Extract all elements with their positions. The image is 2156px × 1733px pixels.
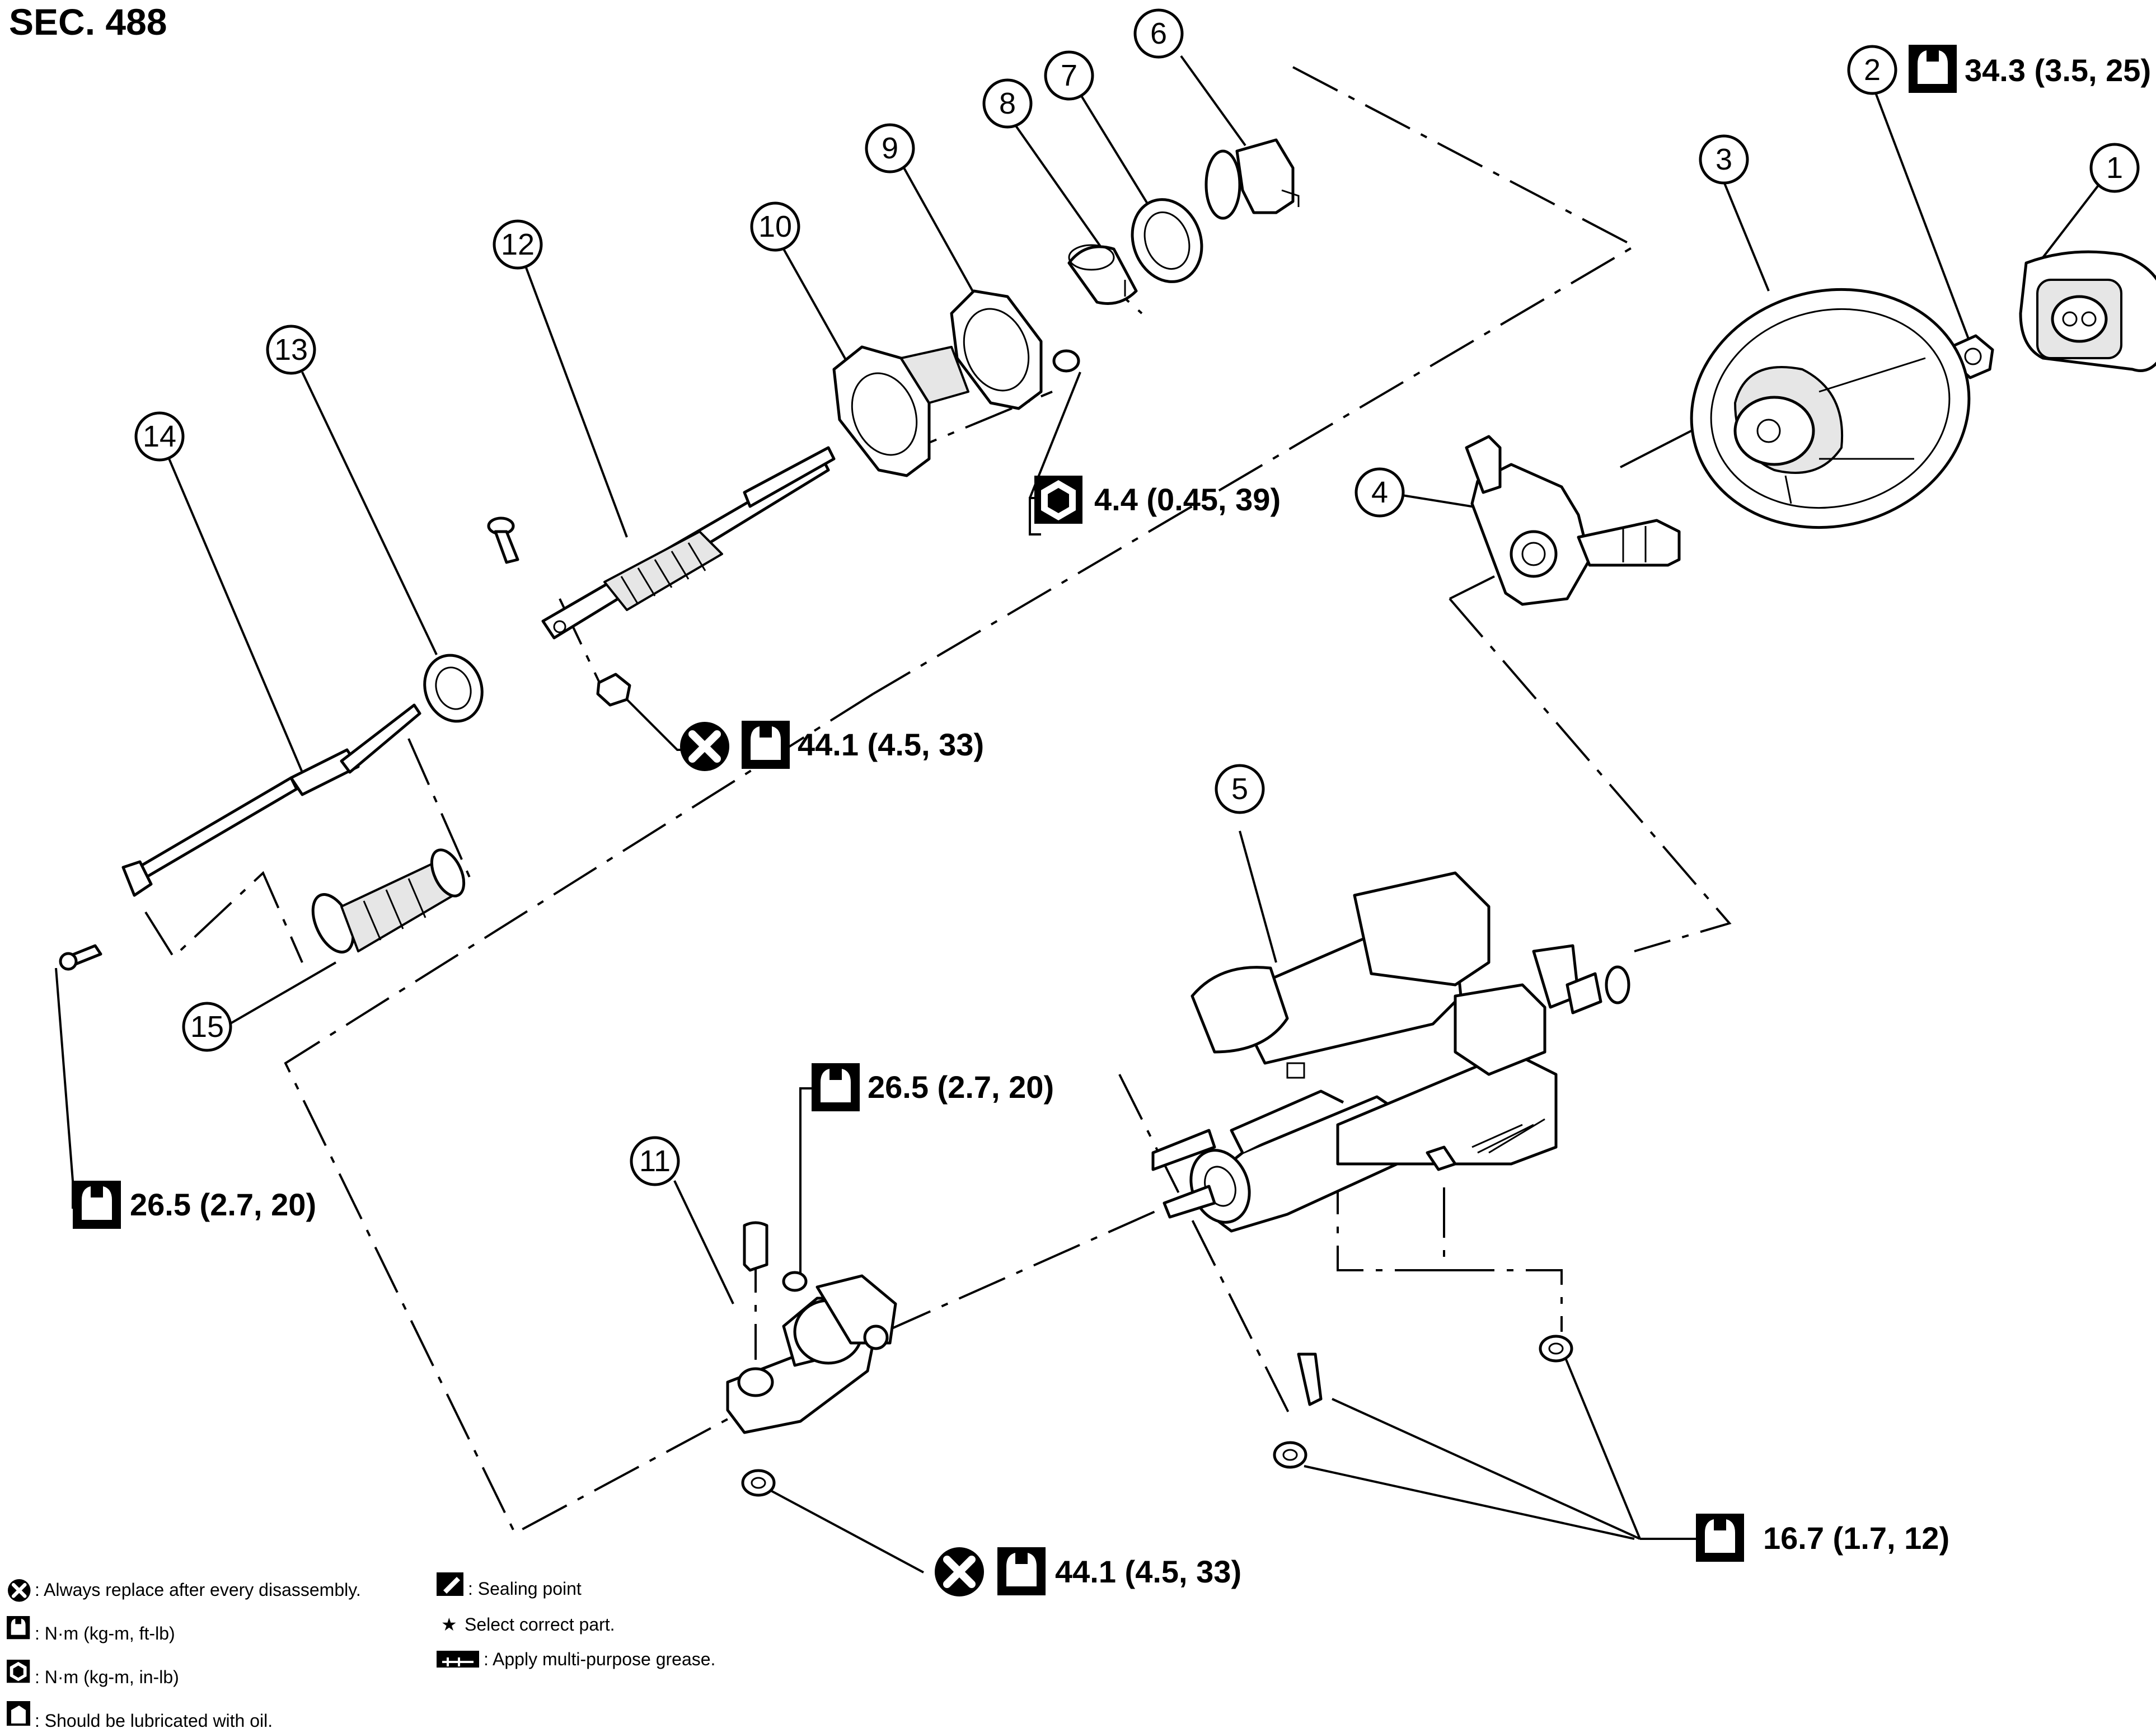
- svg-text:16.7 (1.7, 12): 16.7 (1.7, 12): [1763, 1520, 1949, 1556]
- svg-text:: Sealing point: : Sealing point: [468, 1579, 582, 1599]
- assembly-dashed-lines: [144, 66, 1732, 1535]
- replace-icon: [680, 722, 729, 771]
- torque-spec-1: 34.3 (3.5, 25): [1909, 45, 2151, 93]
- torque-wrench-icon: [812, 1063, 860, 1111]
- svg-text:26.5 (2.7, 20): 26.5 (2.7, 20): [130, 1187, 316, 1222]
- callout-14: 14: [134, 411, 185, 462]
- svg-text:6: 6: [1150, 17, 1167, 50]
- svg-text:13: 13: [274, 333, 308, 367]
- legend-grease: : Apply multi-purpose grease.: [437, 1649, 715, 1669]
- svg-text:15: 15: [190, 1010, 224, 1044]
- svg-text:9: 9: [882, 131, 898, 165]
- part-steering-wheel: [1690, 288, 1971, 529]
- torque-spec-7: 44.1 (4.5, 33): [935, 1547, 1241, 1596]
- part-airbag-module: [2019, 250, 2156, 372]
- torque-inlb-icon: [7, 1660, 30, 1683]
- part-bolt-11: [782, 1271, 808, 1292]
- torque-inlb-icon: [1034, 476, 1082, 524]
- part-bolt-12: [487, 516, 519, 564]
- legend-oil: : Should be lubricated with oil.: [7, 1701, 273, 1731]
- callout-6: 6: [1133, 8, 1184, 59]
- svg-text:26.5 (2.7, 20): 26.5 (2.7, 20): [868, 1069, 1054, 1105]
- svg-text:4.4 (0.45, 39): 4.4 (0.45, 39): [1094, 482, 1281, 517]
- torque-wrench-icon: [742, 721, 790, 769]
- torque-wrench-icon: [997, 1547, 1046, 1595]
- svg-text:11: 11: [639, 1144, 671, 1178]
- svg-text:10: 10: [758, 210, 792, 243]
- svg-text:3: 3: [1716, 143, 1732, 176]
- leader-lines: [167, 55, 2100, 1304]
- svg-text:14: 14: [143, 420, 176, 453]
- legend-nm-inlb: : N·m (kg-m, in-lb): [7, 1660, 179, 1687]
- torque-wrench-icon: [73, 1181, 121, 1229]
- part-nut-12: [596, 673, 631, 707]
- torque-spec-6: 16.7 (1.7, 12): [1696, 1514, 1949, 1562]
- torque-spec-5: 26.5 (2.7, 20): [73, 1181, 316, 1229]
- legend: : Always replace after every disassembly…: [7, 1572, 715, 1731]
- legend-sealing: : Sealing point: [437, 1572, 582, 1599]
- part-13-bearing: [423, 654, 484, 723]
- callout-3: 3: [1699, 134, 1749, 185]
- part-11-universal-joint: [726, 1221, 897, 1434]
- svg-text:12: 12: [501, 228, 535, 261]
- svg-text:Select correct part.: Select correct part.: [465, 1614, 615, 1635]
- svg-text:5: 5: [1231, 772, 1248, 806]
- part-nut-small: [1052, 349, 1080, 373]
- svg-text:4: 4: [1371, 476, 1388, 509]
- torque-wrench-icon: [7, 1616, 30, 1640]
- part-14-lower-shaft: [121, 703, 421, 897]
- part-nuts-lower: [741, 1335, 1573, 1497]
- svg-text:: Should be lubricated with oi: : Should be lubricated with oil.: [35, 1711, 273, 1730]
- callout-2: 2: [1847, 45, 1897, 95]
- callout-7: 7: [1044, 50, 1094, 101]
- callout-4: 4: [1354, 467, 1405, 518]
- svg-text:7: 7: [1061, 59, 1077, 92]
- part-bolt-15: [59, 944, 102, 971]
- svg-text:1: 1: [2106, 151, 2123, 185]
- section-title: SEC. 488: [9, 1, 167, 43]
- part-10-hole-cover: [832, 345, 969, 477]
- callout-10: 10: [750, 201, 800, 252]
- callout-5: 5: [1215, 764, 1265, 814]
- torque-wrench-icon: [1909, 45, 1957, 93]
- callout-1: 1: [2089, 143, 2140, 193]
- torque-spec-2: 4.4 (0.45, 39): [1034, 476, 1281, 524]
- svg-text:44.1 (4.5, 33): 44.1 (4.5, 33): [798, 727, 984, 762]
- torque-wrench-icon: [1696, 1514, 1744, 1562]
- part-5-steering-column: [1151, 871, 1630, 1233]
- callout-12: 12: [493, 219, 543, 270]
- part-15-boot: [311, 848, 466, 954]
- legend-nm-ftlb: : N·m (kg-m, ft-lb): [7, 1616, 175, 1643]
- part-combination-switch: [1465, 435, 1681, 606]
- torque-spec-4: 26.5 (2.7, 20): [812, 1063, 1054, 1111]
- svg-text:8: 8: [999, 87, 1016, 120]
- callout-13: 13: [266, 325, 316, 375]
- part-12-shaft: [541, 446, 836, 640]
- part-9-gasket: [950, 289, 1043, 410]
- svg-text:34.3 (3.5, 25): 34.3 (3.5, 25): [1965, 53, 2151, 88]
- torque-spec-3: 44.1 (4.5, 33): [680, 721, 984, 771]
- callout-8: 8: [982, 78, 1033, 129]
- callout-9: 9: [865, 123, 915, 173]
- callout-15: 15: [182, 1002, 232, 1052]
- part-8-collar: [1067, 244, 1138, 305]
- svg-text:: N·m (kg-m, in-lb): : N·m (kg-m, in-lb): [35, 1667, 179, 1687]
- legend-select: ★ Select correct part.: [441, 1614, 615, 1635]
- star-icon: ★: [441, 1614, 457, 1635]
- svg-text:: Apply multi-purpose grease.: : Apply multi-purpose grease.: [484, 1649, 715, 1669]
- svg-text:: N·m (kg-m, ft-lb): : N·m (kg-m, ft-lb): [35, 1623, 175, 1643]
- replace-icon: [8, 1579, 30, 1602]
- replace-icon: [935, 1547, 984, 1596]
- svg-text:: Always replace after every d: : Always replace after every disassembly…: [35, 1580, 361, 1600]
- part-7-ring: [1131, 198, 1203, 283]
- legend-replace: : Always replace after every disassembly…: [8, 1579, 361, 1602]
- svg-text:44.1 (4.5, 33): 44.1 (4.5, 33): [1055, 1554, 1241, 1589]
- part-6: [1204, 138, 1300, 220]
- svg-text:2: 2: [1864, 53, 1881, 87]
- callout-11: 11: [630, 1136, 680, 1186]
